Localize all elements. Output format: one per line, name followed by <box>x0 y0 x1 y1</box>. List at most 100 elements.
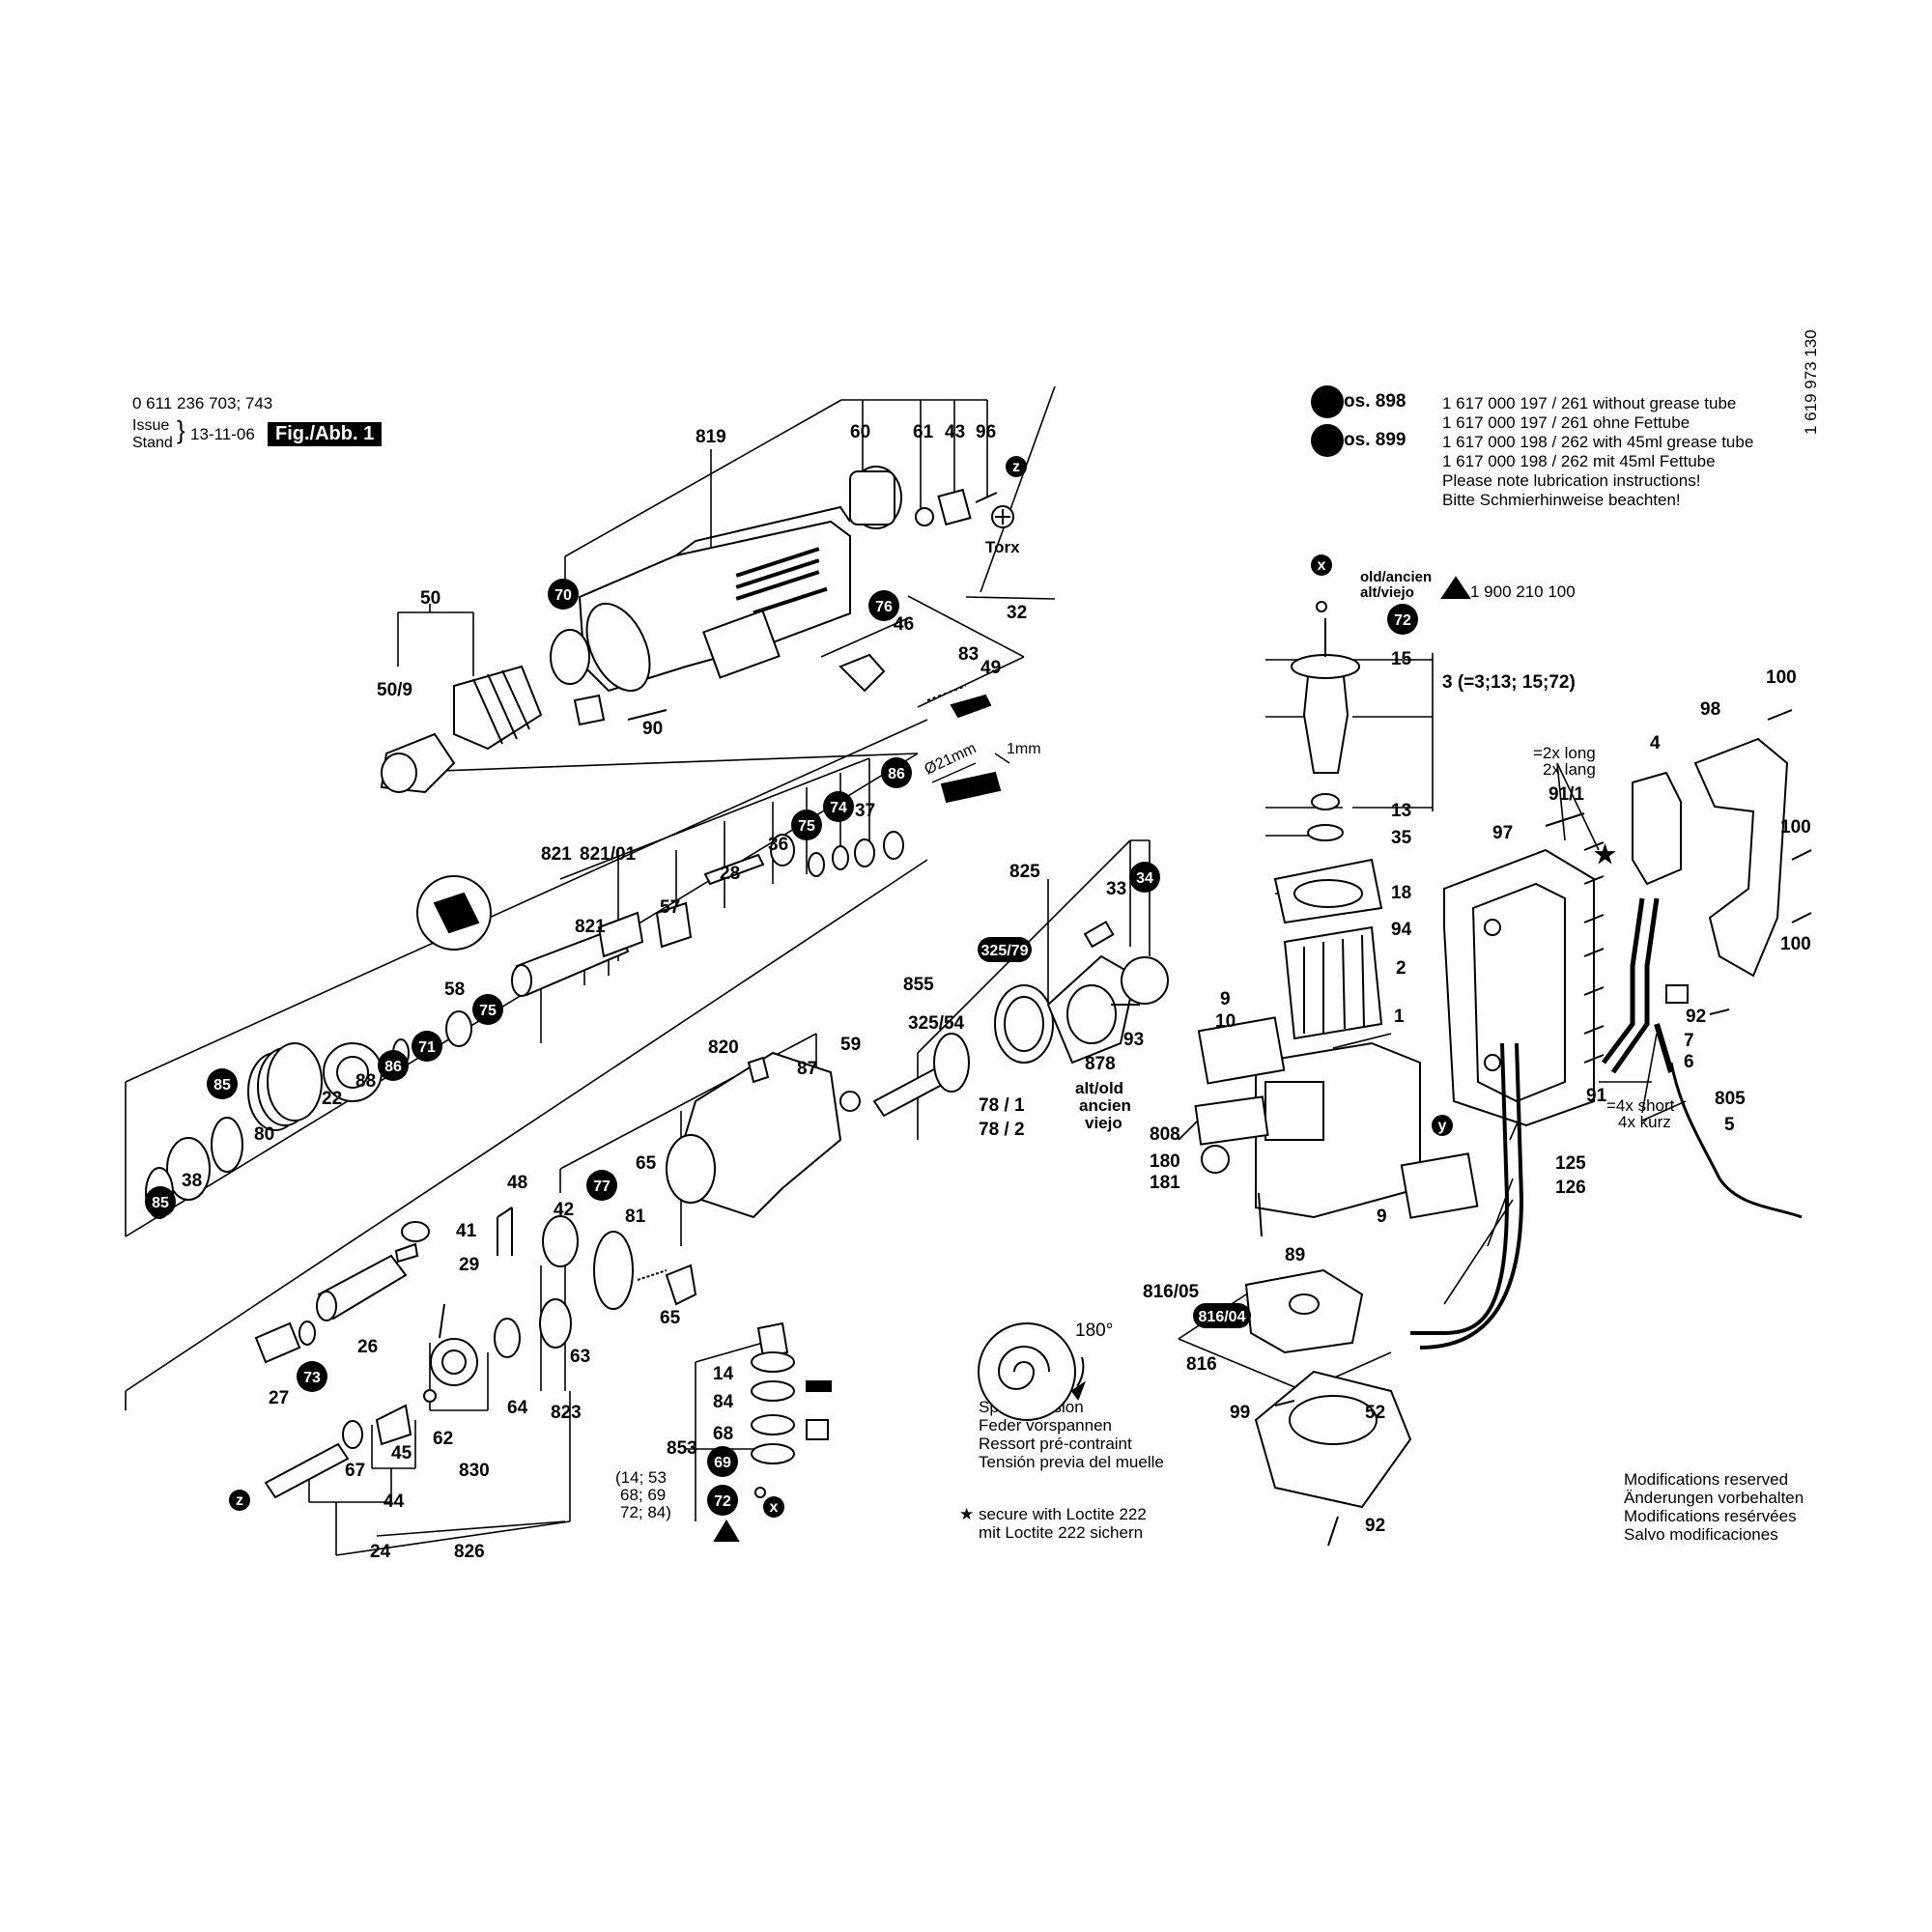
fork-45 <box>375 1404 412 1446</box>
seal-42 <box>542 1215 579 1267</box>
figure-label: Fig./Abb. 1 <box>268 422 383 446</box>
housing-bore <box>585 602 651 693</box>
callout-text: 76 <box>875 599 893 615</box>
old-note-part: 1 900 210 100 <box>1470 582 1576 601</box>
label-180 <box>1201 1145 1230 1174</box>
part-label-62: 62 <box>433 1429 453 1449</box>
callout-badge <box>1193 1303 1251 1328</box>
marker-text: x <box>770 1499 779 1516</box>
callout-c76: 76 <box>868 590 899 621</box>
spring-line-2: Feder vorspannen <box>979 1416 1112 1435</box>
callout-badge <box>707 1485 738 1516</box>
callout-badge <box>1387 604 1418 635</box>
bearing-14 <box>751 1351 795 1373</box>
part-label-46: 46 <box>894 614 914 635</box>
bearing-33 <box>1121 956 1169 1005</box>
callout-badge <box>881 757 912 788</box>
callout-badge <box>412 1031 442 1062</box>
callout-c69: 69 <box>707 1446 738 1477</box>
housing-grip-ribs <box>735 547 828 615</box>
part-label-125: 125 <box>1555 1153 1586 1174</box>
callout-c74: 74 <box>823 791 854 822</box>
part-label-60: 60 <box>850 422 870 442</box>
part-label-94: 94 <box>1391 920 1412 940</box>
lever-46 <box>838 653 886 693</box>
marker-text: z <box>1012 459 1020 475</box>
clamp-7 <box>1665 984 1689 1004</box>
part-label-96: 96 <box>976 422 996 442</box>
stator-2 <box>1283 925 1383 1040</box>
kit-853-line-2: 68; 69 <box>620 1486 666 1504</box>
callout-markers: 7076867475757186858534325/79777369727281… <box>145 579 1418 1516</box>
label-808 <box>1194 1095 1269 1146</box>
callout-badge <box>823 791 854 822</box>
part-label-67: 67 <box>345 1461 365 1481</box>
spring-angle: 180° <box>1075 1321 1114 1341</box>
part-label-10: 10 <box>1215 1011 1236 1032</box>
part-label-99: 99 <box>1230 1403 1250 1423</box>
loctite-line-2: mit Loctite 222 sichern <box>979 1523 1144 1542</box>
chuck-50 <box>453 665 543 751</box>
spring-line-3: Ressort pré-contraint <box>979 1435 1132 1453</box>
part-label-92a: 92 <box>1686 1007 1706 1027</box>
modifications-line-1: Modifications reserved <box>1624 1470 1789 1489</box>
part-label-58: 58 <box>444 980 465 1000</box>
grease-line-6: Bitte Schmierhinweise beachten! <box>1442 491 1681 509</box>
piston-57 <box>655 901 693 949</box>
kit-853-line-3: 72; 84) <box>620 1503 671 1521</box>
part-label-4: 4 <box>1650 733 1661 753</box>
ring-85 <box>211 1117 243 1173</box>
callout-text: 77 <box>593 1179 611 1195</box>
marker-badge <box>229 1490 250 1511</box>
gear-63 <box>539 1298 572 1349</box>
part-label-78_2: 78 / 2 <box>979 1120 1025 1140</box>
callout-text: 816/04 <box>1199 1309 1246 1325</box>
part-label-9a: 9 <box>1220 989 1231 1009</box>
callout-text: 86 <box>384 1059 402 1075</box>
pin-87 <box>747 1056 770 1084</box>
lever-65 <box>665 1264 697 1306</box>
part-label-88: 88 <box>355 1071 376 1092</box>
part-label-823: 823 <box>551 1403 582 1423</box>
callout-text: 85 <box>152 1195 169 1211</box>
part-label-78_1: 78 / 1 <box>979 1095 1025 1116</box>
part-label-61: 61 <box>913 422 934 442</box>
marker-badge <box>1006 456 1027 477</box>
part-label-83: 83 <box>958 644 979 665</box>
callout-c86b: 86 <box>378 1050 409 1081</box>
triangle-icon <box>1440 576 1471 599</box>
part-label-37: 37 <box>855 801 875 821</box>
loctite-line-1: ★ secure with Loctite 222 <box>959 1505 1147 1523</box>
callout-badge <box>378 1050 409 1081</box>
part-49 <box>950 694 992 719</box>
brace-icon: } <box>177 415 185 444</box>
band-86 <box>940 771 1002 804</box>
callout-text: 69 <box>714 1455 731 1471</box>
callout-text: 325/79 <box>981 943 1029 959</box>
callout-text: 73 <box>303 1370 321 1386</box>
torx-label: Torx <box>985 538 1020 556</box>
armature-3 <box>1302 666 1350 774</box>
part-label-821b: 821 <box>575 917 606 937</box>
bush-59 <box>839 1091 861 1112</box>
cable-125 <box>1410 1042 1510 1335</box>
ring-84 <box>751 1380 795 1402</box>
part-label-825: 825 <box>1009 862 1040 882</box>
part-label-816: 816 <box>1186 1354 1217 1375</box>
label-9-10 <box>1197 1016 1286 1085</box>
part-label-91_1: 91/1 <box>1548 784 1584 805</box>
part-label-821_01: 821/01 <box>580 844 637 865</box>
plate-43 <box>937 488 972 526</box>
callout-c75b: 75 <box>472 994 503 1025</box>
old-note-line-1: old/ancien <box>1360 569 1433 585</box>
callout-text: 86 <box>888 766 905 782</box>
part-label-68: 68 <box>713 1424 733 1444</box>
callout-text: 71 <box>418 1039 436 1056</box>
callout-c71: 71 <box>412 1031 442 1062</box>
part-label-821: 821 <box>541 844 572 865</box>
callout-badge <box>145 1186 176 1217</box>
spring-tension-icon <box>978 1322 1076 1421</box>
marker-text: x <box>1318 557 1326 574</box>
oring-77 <box>593 1231 634 1310</box>
